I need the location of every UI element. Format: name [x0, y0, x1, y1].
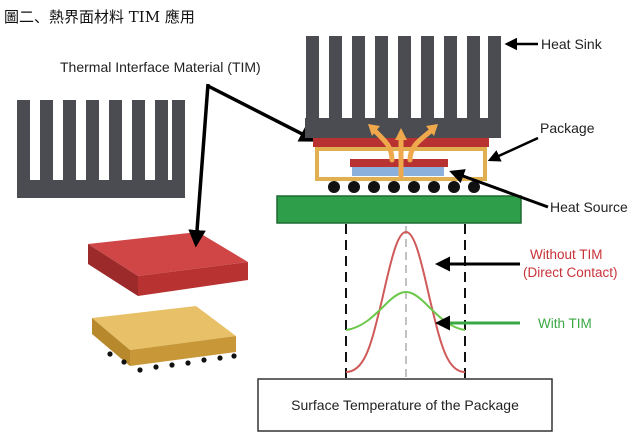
figure-caption: 圖二、熱界面材料 TIM 應用: [4, 8, 195, 26]
tim-label: Thermal Interface Material (TIM): [60, 59, 261, 75]
tim-pointer-arrow-left: [188, 83, 210, 248]
heat-source-pointer: [449, 169, 549, 209]
package-pad-yellow: [92, 306, 237, 373]
surface-temperature-box: [257, 378, 553, 432]
curve-with-tim: [345, 290, 466, 331]
main-heat-sink: [305, 36, 501, 138]
surface-temperature-label: Surface Temperature of the Package: [291, 397, 519, 413]
die-heat-source: [352, 167, 444, 176]
solder-balls: [328, 181, 480, 193]
without-tim-label: Without TIM: [530, 247, 603, 262]
heat-source-label: Heat Source: [550, 199, 628, 215]
heat-flow-arrows: [371, 127, 435, 179]
tim-pointer-arrow-right: [207, 84, 318, 142]
with-tim-label: With TIM: [538, 316, 592, 331]
pcb-board: [276, 195, 522, 224]
package-label: Package: [540, 120, 595, 136]
standalone-heat-sink: [17, 100, 185, 198]
package-pointer: [487, 136, 539, 162]
tim-pad-red: [88, 232, 248, 296]
curve-without-tim: [345, 230, 466, 373]
heat-sink-label: Heat Sink: [541, 36, 603, 52]
direct-contact-label: (Direct Contact): [523, 265, 618, 280]
